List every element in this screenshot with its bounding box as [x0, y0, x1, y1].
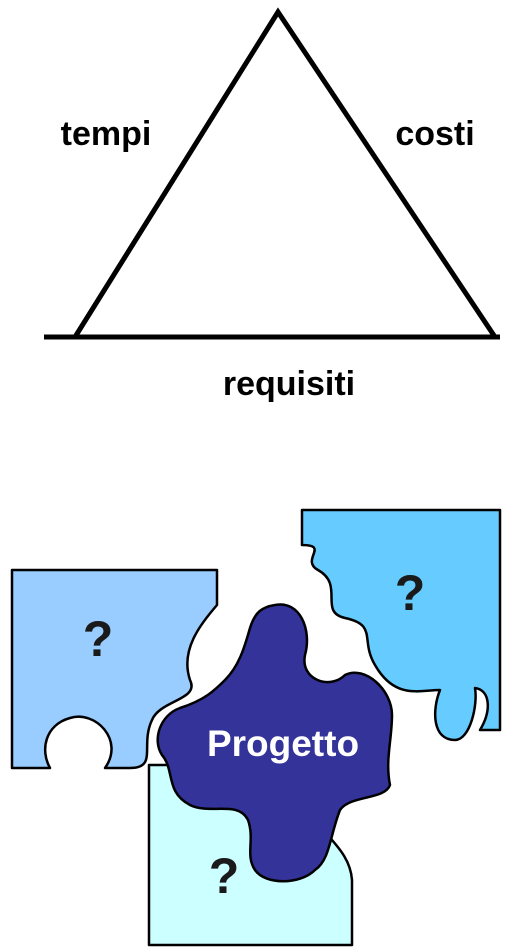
puzzle-bottom-question: ? — [209, 848, 240, 904]
label-costi: costi — [395, 115, 474, 153]
puzzle-center-label: Progetto — [207, 723, 359, 764]
puzzle-left-question: ? — [83, 611, 114, 667]
project-puzzle: ? ? ? Progetto — [12, 510, 500, 945]
label-requisiti: requisiti — [223, 365, 355, 403]
triangle-shape — [75, 12, 495, 337]
constraint-triangle: tempi costi requisiti — [44, 12, 500, 403]
puzzle-right-question: ? — [395, 565, 426, 621]
label-tempi: tempi — [61, 115, 152, 153]
